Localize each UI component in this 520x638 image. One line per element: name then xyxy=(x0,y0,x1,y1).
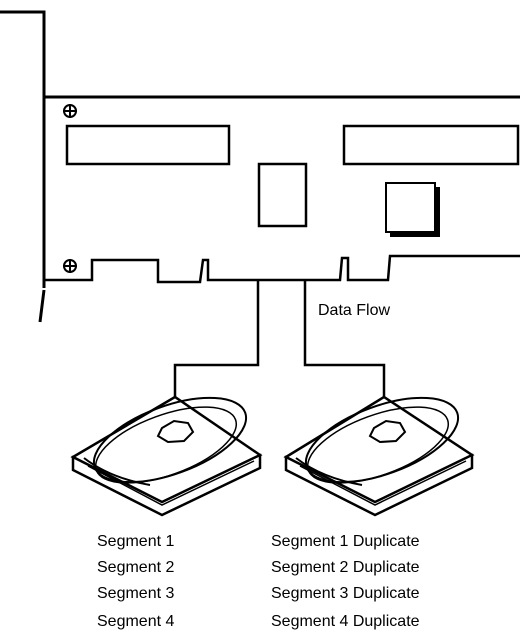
data-flow-lines xyxy=(173,280,386,398)
card-bracket xyxy=(0,10,46,323)
drive-2-segment-3: Segment 3 Duplicate xyxy=(271,585,420,602)
screw-hole-top-icon xyxy=(63,104,77,118)
screw-hole-bottom-icon xyxy=(63,259,77,273)
drive-2-segment-2: Segment 2 Duplicate xyxy=(271,559,420,576)
drive-2-segment-1: Segment 1 Duplicate xyxy=(271,533,420,550)
drive-1-segment-3: Segment 3 xyxy=(97,585,175,602)
drive-2-segment-4: Segment 4 Duplicate xyxy=(271,613,420,630)
drive-1-segment-4: Segment 4 xyxy=(97,613,175,630)
data-flow-label: Data Flow xyxy=(318,302,391,319)
drive-1-segment-1: Segment 1 xyxy=(97,533,175,550)
drive-1-segment-2: Segment 2 xyxy=(97,559,175,576)
hard-drive-1-icon xyxy=(70,395,263,517)
connector-right xyxy=(342,124,520,166)
processor-chip xyxy=(257,162,308,228)
controller-card xyxy=(44,95,520,284)
hard-drive-2-icon xyxy=(283,395,475,517)
connector-left xyxy=(65,124,231,166)
memory-chip xyxy=(385,182,440,237)
